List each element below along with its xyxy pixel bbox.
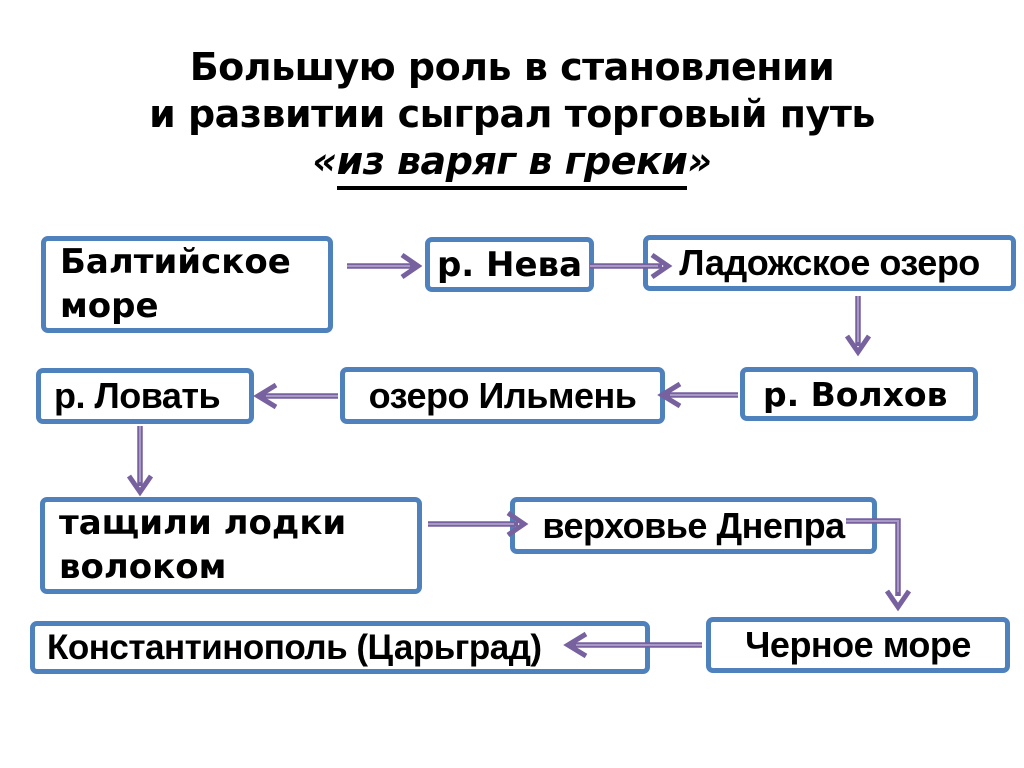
node-neva-river-label: р. Нева <box>436 244 583 285</box>
node-volkhov-river-label: р. Волхов <box>763 374 948 414</box>
node-lake-ladoga-label: Ладожское озеро <box>679 242 980 283</box>
quote-close: » <box>687 139 712 183</box>
node-neva-river: р. Нева <box>425 237 594 292</box>
node-baltic-sea: Балтийское море <box>41 236 333 333</box>
slide-title: Большую роль в становлении и развитии сы… <box>0 44 1024 190</box>
arrow-ladoga-to-volkhov <box>844 296 872 357</box>
node-black-sea-label: Черное море <box>745 624 971 665</box>
node-black-sea: Черное море <box>706 617 1010 673</box>
arrow-lovat-to-portage <box>126 426 154 497</box>
node-dnieper-headwaters: верховье Днепра <box>510 497 877 554</box>
title-emphasis: из варяг в греки <box>336 138 688 190</box>
title-line-1: Большую роль в становлении <box>189 45 835 89</box>
arrow-baltic-to-neva <box>347 252 423 280</box>
node-portage-label: тащили лодки волоком <box>59 502 347 587</box>
title-line-2: и развитии сыграл торговый путь <box>149 92 875 136</box>
node-lake-ilmen: озеро Ильмень <box>340 367 665 424</box>
node-lake-ladoga: Ладожское озеро <box>643 235 1016 291</box>
node-dnieper-headwaters-label: верховье Днепра <box>542 504 845 546</box>
node-portage: тащили лодки волоком <box>40 497 422 594</box>
arrow-volkhov-to-ilmen <box>657 381 738 409</box>
node-lake-ilmen-label: озеро Ильмень <box>368 374 637 416</box>
node-constantinople-label: Константинополь (Царьград) <box>47 627 542 667</box>
arrow-ilmen-to-lovat <box>253 382 338 410</box>
node-constantinople: Константинополь (Царьград) <box>30 621 650 674</box>
node-volkhov-river: р. Волхов <box>740 367 978 421</box>
quote-open: « <box>312 139 337 183</box>
node-lovat-river: р. Ловать <box>36 368 254 424</box>
node-baltic-sea-label: Балтийское море <box>60 241 291 326</box>
node-lovat-river-label: р. Ловать <box>54 375 221 416</box>
title-line-3: «из варяг в греки» <box>0 138 1024 190</box>
